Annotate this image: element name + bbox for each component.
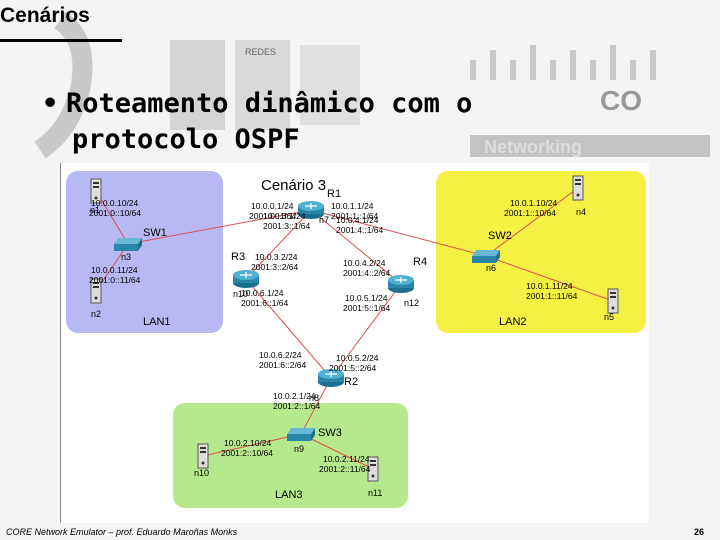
addr-r4b-v4: 10.0.5.1/24 (345, 293, 388, 303)
addr-r1c-v4: 10.0.3.1/24 (263, 211, 306, 221)
addr-n1-v6: 2001:0::10/64 (89, 208, 141, 218)
slide-footer: CORE Network Emulator – prof. Eduardo Ma… (6, 527, 237, 537)
addr-n5-v6: 2001:1::11/64 (526, 291, 578, 301)
diagram-title: Cenário 3 (261, 177, 326, 194)
addr-n1-v4: 10.0.0.10/24 (91, 198, 139, 208)
label-lan3: LAN3 (275, 489, 303, 501)
bg-redes-text: REDES (245, 47, 276, 57)
addr-r3a-v4: 10.0.3.2/24 (255, 252, 298, 262)
lan1-area (66, 171, 223, 333)
bullet-line-1: Roteamento dinâmico com o (66, 88, 472, 119)
addr-n10-v6: 2001:2::10/64 (221, 448, 273, 458)
label-sw1: SW1 (143, 227, 167, 239)
addr-r2b-v6: 2001:5::2/64 (329, 363, 377, 373)
addr-r1c-v6: 2001:3::1/64 (263, 221, 311, 231)
addr-r3b-v4: 10.0.6.1/24 (241, 288, 284, 298)
switch-sw3[interactable] (287, 428, 315, 441)
addr-n3-v4: 10.0.0.11/24 (91, 265, 138, 275)
addr-n4-v6: 2001:1::10/64 (504, 208, 556, 218)
label-sw3: SW3 (318, 427, 342, 439)
label-r2: R2 (344, 376, 358, 388)
switch-sw2[interactable] (472, 250, 500, 263)
label-sw2: SW2 (488, 230, 512, 242)
label-lan2: LAN2 (499, 316, 527, 328)
slide-header: Cenários (0, 4, 90, 28)
router-r3[interactable] (233, 270, 259, 288)
label-n2: n2 (91, 309, 101, 319)
addr-r4b-v6: 2001:5::1/64 (343, 303, 391, 313)
page-number: 26 (694, 527, 704, 537)
addr-r4a-v6: 2001:4::2/64 (343, 268, 391, 278)
label-n9: n9 (294, 444, 304, 454)
switch-sw1[interactable] (114, 238, 142, 251)
addr-n5-v4: 10.0.1.11/24 (526, 281, 573, 291)
addr-n3-v6: 2001:0::11/64 (89, 275, 141, 285)
network-diagram: Cenário 3 R1 n7 R3 n10 R4 n12 R2 n8 SW1 … (61, 163, 649, 523)
router-r4[interactable] (388, 275, 414, 293)
addr-n4-v4: 10.0.1.10/24 (510, 198, 558, 208)
label-n12: n12 (404, 298, 419, 308)
host-n4[interactable] (573, 176, 583, 200)
header-underline (0, 39, 122, 42)
label-r4: R4 (413, 256, 427, 268)
addr-r1d-v6: 2001:4::1/64 (336, 225, 384, 235)
addr-r2c-v6: 2001:2::1/64 (273, 401, 321, 411)
addr-n11-v6: 2001:2::11/64 (319, 464, 371, 474)
core-canvas: Cenário 3 R1 n7 R3 n10 R4 n12 R2 n8 SW1 … (60, 163, 649, 523)
label-n10: n10 (194, 468, 209, 478)
addr-r2b-v4: 10.0.5.2/24 (336, 353, 379, 363)
bg-co-text: CO (600, 85, 642, 116)
label-n6: n6 (486, 263, 496, 273)
label-r3: R3 (231, 251, 245, 263)
addr-r3a-v6: 2001:3::2/64 (251, 262, 299, 272)
addr-r2a-v4: 10.0.6.2/24 (259, 350, 302, 360)
addr-r1b-v4: 10.0.1.1/24 (331, 201, 374, 211)
addr-n10-v4: 10.0.2.10/24 (224, 438, 272, 448)
addr-r1a-v4: 10.0.0.1/24 (251, 201, 294, 211)
bg-networking-text: Networking (484, 137, 582, 157)
addr-r2a-v6: 2001:6::2/64 (259, 360, 307, 370)
label-n7: n7 (319, 215, 329, 225)
label-lan1: LAN1 (143, 316, 171, 328)
addr-r2c-v4: 10.0.2.1/24 (273, 391, 316, 401)
label-n4: n4 (576, 207, 586, 217)
host-n10[interactable] (198, 444, 208, 468)
label-r1: R1 (327, 188, 341, 200)
bullet-text: •Roteamento dinâmico com o protocolo OSP… (42, 86, 472, 158)
host-n5[interactable] (608, 289, 618, 313)
bullet-dot: • (42, 86, 66, 122)
label-n5: n5 (604, 312, 614, 322)
bullet-line-2: protocolo OSPF (42, 122, 472, 158)
addr-r1d-v4: 10.0.4.1/24 (336, 215, 379, 225)
addr-r4a-v4: 10.0.4.2/24 (343, 258, 386, 268)
addr-n11-v4: 10.0.2.11/24 (323, 454, 370, 464)
addr-r3b-v6: 2001:6::1/64 (241, 298, 289, 308)
label-n11: n11 (368, 488, 382, 498)
label-n3: n3 (121, 252, 131, 262)
